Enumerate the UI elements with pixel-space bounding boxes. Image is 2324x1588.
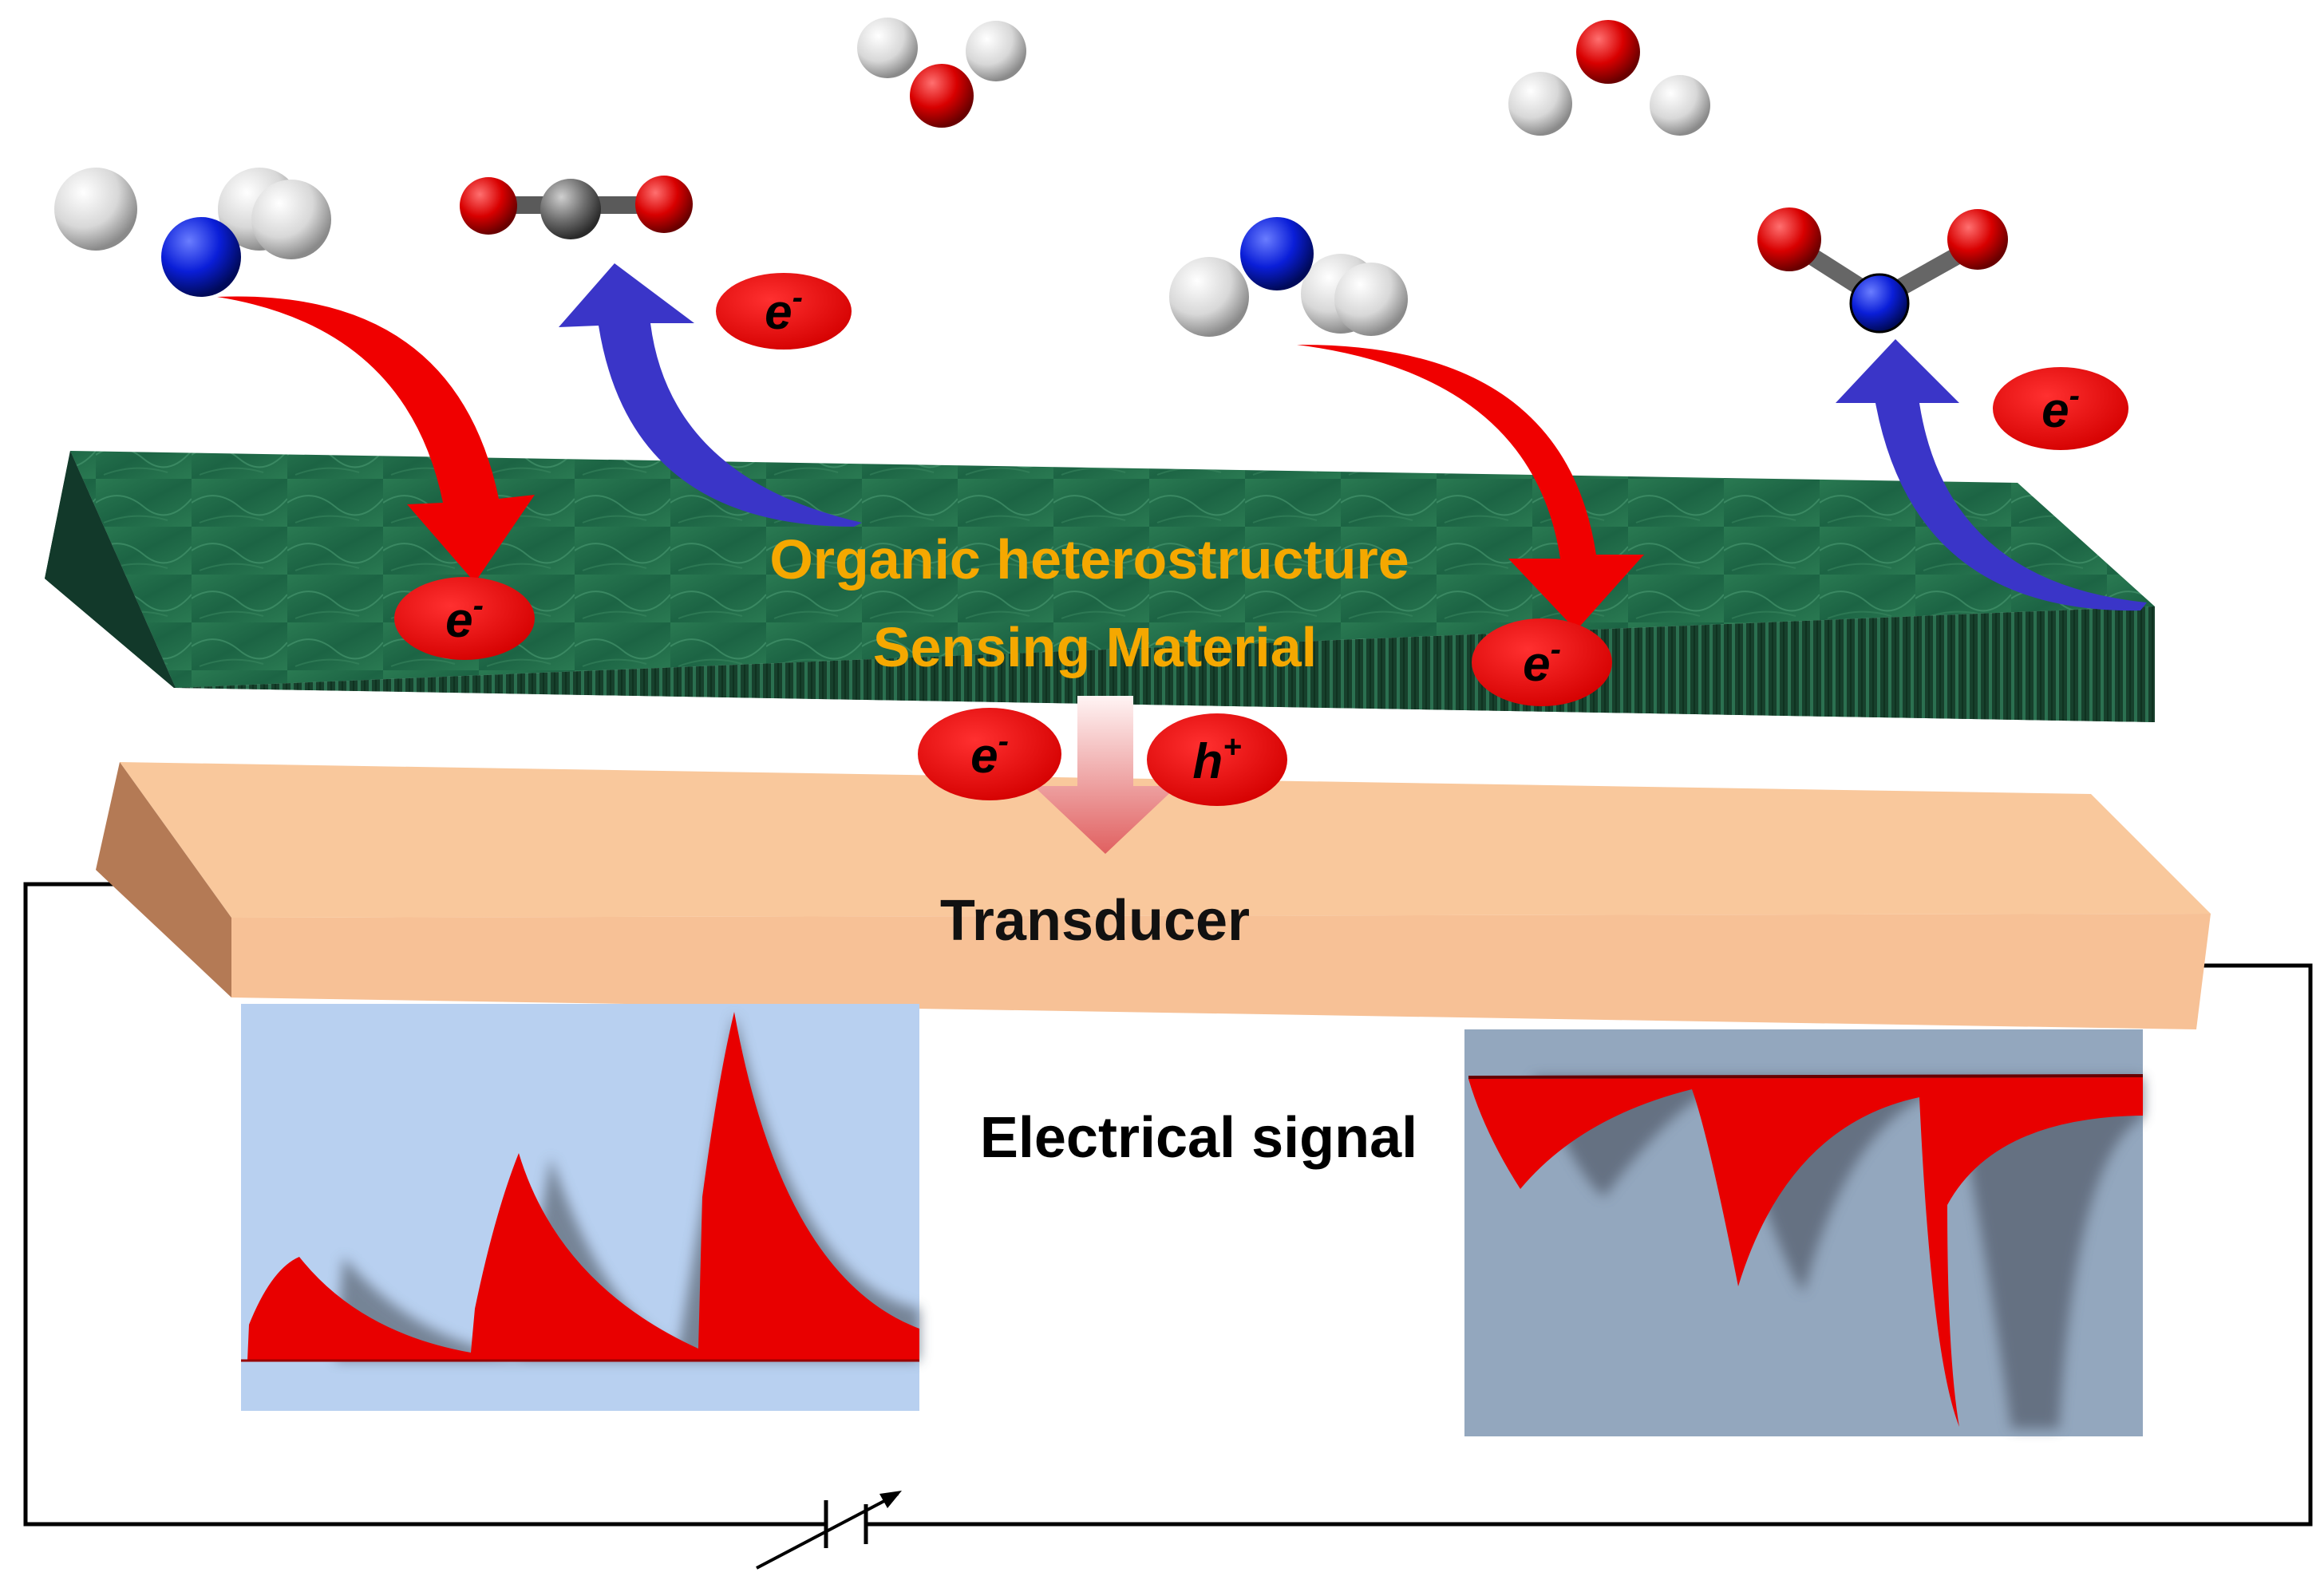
nitrogen-dioxide-molecule-icon — [1757, 207, 2008, 334]
electron-charge-transfer: e- — [918, 708, 1061, 800]
charge-sup: - — [2069, 378, 2080, 413]
electron-charge-left-slab: e- — [394, 577, 535, 660]
svg-text:e-: e- — [1523, 632, 1561, 692]
sensing-material-slab — [45, 451, 2155, 722]
variable-voltage-source-icon — [756, 1491, 902, 1570]
charge-base: h — [1192, 734, 1223, 789]
blue-arrow-left — [559, 263, 862, 527]
electron-charge-top-left: e- — [716, 273, 852, 350]
transfer-down-arrow — [1034, 696, 1177, 854]
charge-base: e — [445, 593, 472, 648]
signal-trace-negative — [1468, 1077, 2143, 1427]
signal-panel-right — [1464, 1029, 2144, 1436]
svg-text:e-: e- — [970, 724, 1009, 784]
transducer-bar — [96, 762, 2211, 1029]
charge-sup: - — [998, 724, 1009, 759]
ammonia-molecule-icon-middle — [1169, 217, 1408, 337]
water-molecule-icon-right — [1508, 20, 1710, 136]
red-arrow-left — [217, 296, 535, 583]
svg-text:e-: e- — [2041, 378, 2080, 438]
electrical-signal-label: Electrical signal — [980, 1106, 1417, 1170]
charge-sup: - — [473, 588, 484, 623]
charge-sup: - — [1551, 632, 1561, 667]
sensing-material-title-line2: Sensing Material — [873, 616, 1317, 678]
charge-sup: + — [1223, 729, 1241, 764]
svg-text:e-: e- — [765, 280, 803, 340]
electron-charge-top-right: e- — [1993, 367, 2128, 450]
red-arrow-right — [1297, 344, 1644, 630]
circuit-wire — [23, 882, 2313, 1527]
svg-text:h+: h+ — [1192, 729, 1241, 789]
carbon-dioxide-molecule-icon — [460, 176, 693, 239]
charge-base: e — [2041, 383, 2069, 438]
charge-base: e — [1523, 637, 1550, 692]
ammonia-molecule-icon — [54, 168, 331, 297]
charge-base: e — [765, 285, 792, 340]
signal-trace-positive — [247, 1012, 919, 1361]
blue-arrow-right — [1836, 339, 2147, 611]
hole-charge-transfer: h+ — [1147, 713, 1287, 806]
signal-panel-left — [241, 1004, 919, 1411]
transducer-label: Transducer — [940, 889, 1250, 953]
electron-charge-right-slab: e- — [1472, 618, 1612, 706]
water-molecule-icon-left — [857, 18, 1026, 128]
sensing-material-title-line1: Organic heterostructure — [769, 528, 1409, 591]
svg-text:e-: e- — [445, 588, 484, 648]
charge-sup: - — [792, 280, 803, 315]
charge-base: e — [970, 729, 998, 784]
